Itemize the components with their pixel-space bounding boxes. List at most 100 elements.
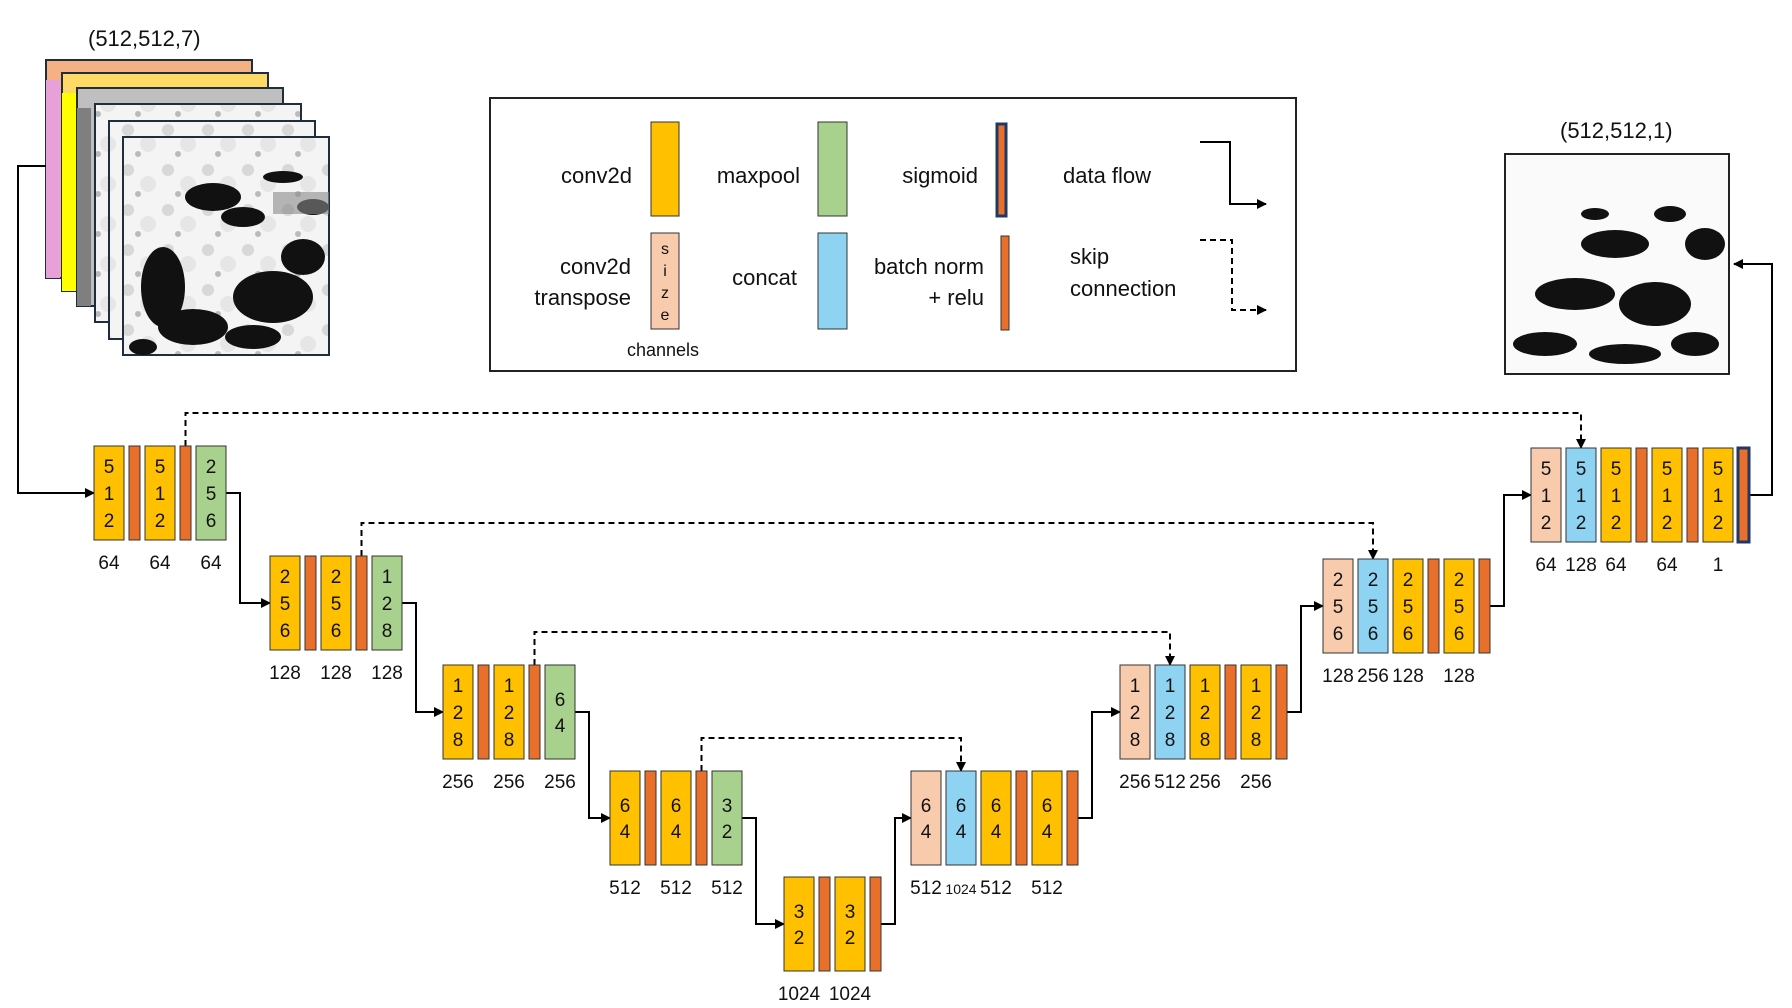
legend-concat-label: concat: [732, 265, 797, 290]
mask-cloud: [1685, 228, 1725, 260]
batchnorm-relu-block: [477, 664, 490, 760]
batchnorm-relu-block: [1478, 558, 1491, 654]
layer-blocks: 5126451264256642561282561281281281282561…: [93, 445, 1751, 1005]
conv2d-block: [1600, 447, 1632, 543]
batchnorm-relu-block: [179, 445, 192, 541]
legend-batchnorm-swatch: [1000, 235, 1010, 331]
channels-label: 512: [980, 878, 1012, 899]
block-size-digit: 5: [1454, 597, 1465, 618]
conv2d-block: [980, 770, 1012, 866]
output-shape-label: (512,512,1): [1560, 118, 1673, 143]
legend-data-flow-arrow: [1200, 141, 1267, 209]
block-size-label: 64: [620, 796, 631, 843]
block-size-digit: 6: [280, 621, 291, 642]
channels-label: 128: [1443, 666, 1475, 687]
block-size-digit: 1: [155, 484, 166, 505]
block-size-digit: 6: [331, 621, 342, 642]
block-size-digit: 2: [331, 567, 342, 588]
channels-label: 512: [711, 878, 743, 899]
block-size-label: 128: [453, 676, 464, 751]
batchnorm-relu-block: [304, 555, 317, 651]
mask-cloud: [1589, 344, 1661, 364]
block-size-digit: 4: [555, 716, 566, 737]
channels-label: 64: [200, 553, 222, 574]
channels-label: 512: [1154, 772, 1186, 793]
block-size-digit: 5: [1662, 459, 1673, 480]
concat-block: [1154, 664, 1186, 760]
conv2d-block: [144, 445, 176, 541]
data-flow-arrow: [226, 492, 271, 608]
data-flow-arrow: [742, 817, 785, 929]
block-size-digit: 2: [1251, 703, 1262, 724]
input-image-stack: [45, 59, 330, 356]
channels-label: 512: [660, 878, 692, 899]
legend-sigmoid-label: sigmoid: [902, 163, 978, 188]
block-size-label: 256: [206, 457, 217, 532]
skip-connection-arrow: [184, 412, 1586, 449]
channels-label: 1024: [829, 984, 872, 1005]
block-size-digit: 5: [331, 594, 342, 615]
input-flow-arrow: [17, 165, 95, 498]
cloud-shadow: [281, 239, 325, 275]
block-size-digit: 5: [1368, 597, 1379, 618]
block-size-label: 512: [1611, 459, 1622, 534]
block-size-digit: 6: [671, 796, 682, 817]
concat-block: [1565, 447, 1597, 543]
block-size-label: 32: [845, 902, 856, 949]
channels-label: 512: [1031, 878, 1063, 899]
channels-label: 128: [1392, 666, 1424, 687]
block-size-digit: 1: [1251, 676, 1262, 697]
channels-label: 128: [320, 663, 352, 684]
block-size-digit: 2: [155, 511, 166, 532]
block-size-label: 128: [1251, 676, 1262, 751]
legend-skip-label: skip: [1070, 244, 1109, 269]
legend-maxpool-swatch: [817, 121, 848, 217]
cloud-shadow: [221, 207, 265, 227]
block-size-digit: 6: [956, 796, 967, 817]
data-flow-arrow: [1078, 707, 1121, 819]
block-size-digit: 6: [1403, 624, 1414, 645]
block-size-digit: 5: [1403, 597, 1414, 618]
maxpool-block: [544, 664, 576, 760]
conv2d-block: [1443, 558, 1475, 654]
channels-label: 128: [1565, 555, 1597, 576]
block-size-digit: 5: [155, 457, 166, 478]
data-flow-arrow: [1287, 601, 1324, 713]
block-size-label: 256: [1368, 570, 1379, 645]
block-size-digit: 2: [1611, 513, 1622, 534]
cloud-shadow: [225, 325, 281, 349]
conv2d-transpose-block: [1530, 447, 1562, 543]
block-size-digit: 2: [280, 567, 291, 588]
block-size-digit: 3: [794, 902, 805, 923]
block-size-digit: 4: [1042, 822, 1053, 843]
channels-label: 64: [98, 553, 120, 574]
conv2d-transpose-block: [910, 770, 942, 866]
channels-label: 512: [910, 878, 942, 899]
data-flow-lines: [17, 165, 1773, 929]
block-size-digit: 3: [845, 902, 856, 923]
block-size-digit: 4: [671, 822, 682, 843]
block-size-label: 128: [1200, 676, 1211, 751]
block-size-digit: 6: [921, 796, 932, 817]
cloud-shadow: [129, 339, 157, 355]
block-size-digit: s: [661, 241, 669, 258]
batchnorm-relu-block: [1015, 770, 1028, 866]
conv2d-block: [1702, 447, 1734, 543]
legend-skip-label: connection: [1070, 276, 1176, 301]
mask-cloud: [1535, 278, 1615, 310]
conv2d-block: [834, 876, 866, 972]
block-size-label: 512: [1541, 459, 1552, 534]
block-size-digit: 2: [1454, 570, 1465, 591]
cloud-shadow: [185, 183, 241, 211]
block-size-label: 128: [382, 567, 393, 642]
conv2d-block: [1651, 447, 1683, 543]
block-size-label: 2 5 6: [331, 567, 342, 642]
conv2d-block: [493, 664, 525, 760]
